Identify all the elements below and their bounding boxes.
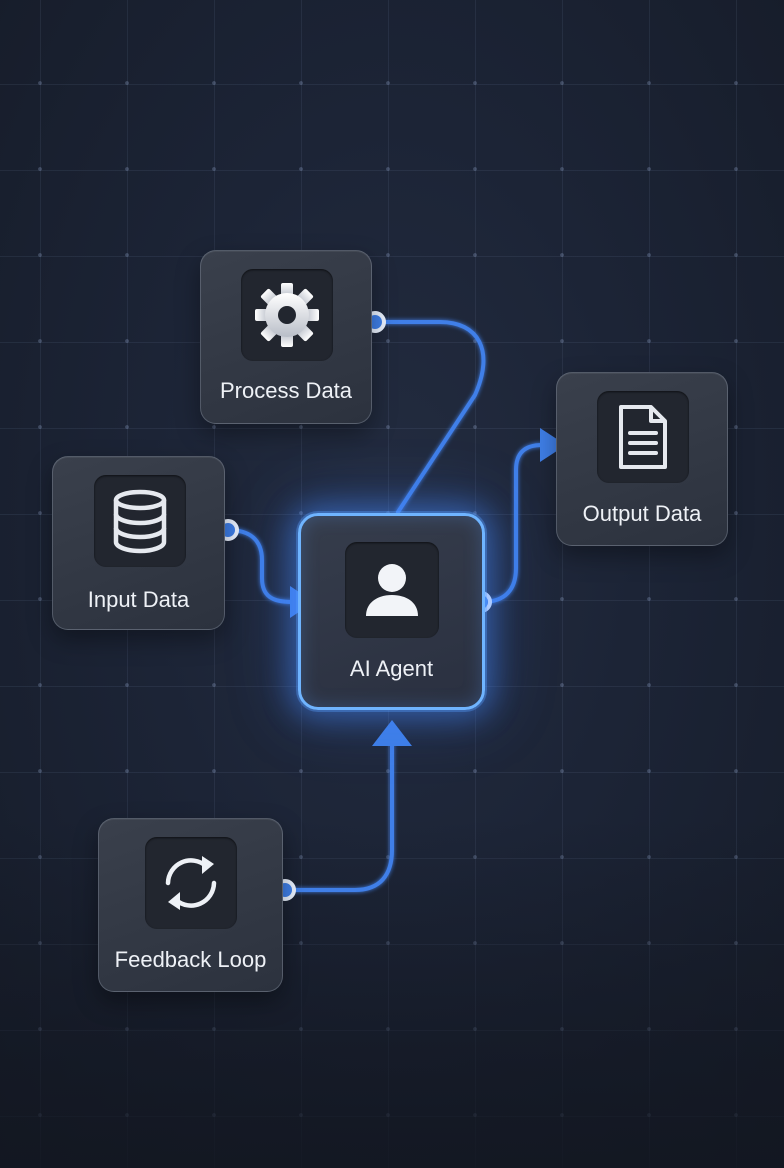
node-input-data[interactable]: Input Data [52, 456, 225, 630]
feedback-icon-box [145, 837, 237, 929]
edge-feedback-to-agent[interactable] [284, 740, 394, 892]
node-label: Feedback Loop [114, 947, 267, 972]
edge-process-to-agent[interactable] [373, 320, 486, 514]
process-icon-box [241, 269, 333, 361]
input-icon-box [94, 475, 186, 567]
node-label: Input Data [87, 587, 190, 612]
node-process-data[interactable]: Process Data [200, 250, 372, 424]
database-icon [113, 489, 167, 554]
arrowhead-feedback-to-agent [372, 720, 412, 746]
document-icon [619, 405, 667, 469]
node-label: Process Data [219, 378, 353, 403]
user-icon [366, 564, 418, 616]
edge-agent-to-output[interactable] [480, 443, 544, 604]
node-label: AI Agent [349, 656, 434, 681]
refresh-icon [165, 856, 217, 910]
node-output-data[interactable]: Output Data [556, 372, 728, 546]
gear-icon [255, 283, 319, 347]
agent-icon-box [345, 542, 439, 638]
node-feedback-loop[interactable]: Feedback Loop [98, 818, 283, 992]
node-label: Output Data [582, 501, 702, 526]
edge-input-to-agent[interactable] [226, 528, 294, 604]
output-icon-box [597, 391, 689, 483]
node-ai-agent[interactable]: AI Agent [298, 513, 485, 710]
arrowhead-agent-to-output [540, 428, 566, 462]
